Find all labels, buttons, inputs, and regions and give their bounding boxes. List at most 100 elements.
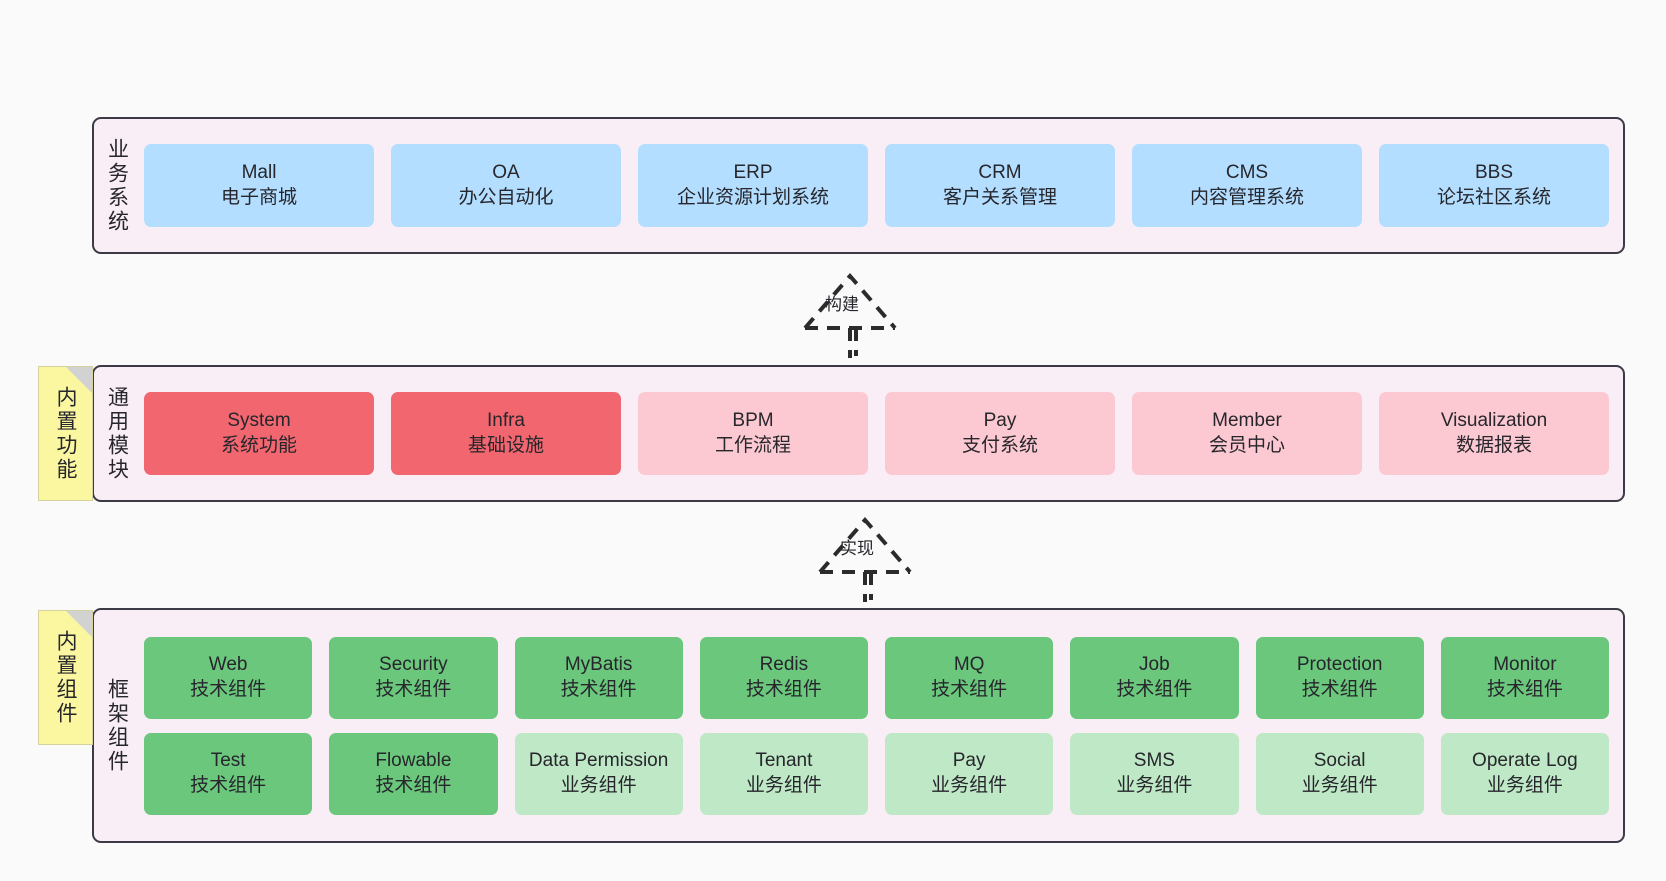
item-cn-label: 办公自动化: [458, 186, 554, 208]
framework-item-operate-log[interactable]: Operate Log 业务组件: [1440, 732, 1609, 815]
item-en-label: MyBatis: [564, 654, 633, 676]
item-en-label: CRM: [978, 162, 1022, 184]
item-cn-label: 业务组件: [1301, 774, 1378, 796]
framework-item-data-permission[interactable]: Data Permission 业务组件: [514, 732, 683, 815]
item-cn-label: 技术组件: [1301, 678, 1378, 700]
modules-row: System 系统功能 Infra 基础设施 BPM 工作流程 Pay 支付系统…: [144, 392, 1609, 475]
framework-item-job[interactable]: Job 技术组件: [1070, 636, 1239, 719]
item-cn-label: 技术组件: [375, 774, 452, 796]
item-en-label: Data Permission: [528, 750, 669, 772]
framework-row-business: Test 技术组件 Flowable 技术组件 Data Permission …: [144, 732, 1609, 815]
module-item-bpm[interactable]: BPM 工作流程: [638, 392, 868, 475]
connector-build-label: 构建: [825, 295, 859, 314]
item-cn-label: 技术组件: [190, 774, 267, 796]
item-cn-label: 业务组件: [1486, 774, 1563, 796]
framework-item-protection[interactable]: Protection 技术组件: [1255, 636, 1424, 719]
connector-implement: [810, 512, 920, 602]
framework-item-pay[interactable]: Pay 业务组件: [885, 732, 1054, 815]
framework-item-monitor[interactable]: Monitor 技术组件: [1440, 636, 1609, 719]
item-en-label: Visualization: [1440, 410, 1548, 432]
business-item-cms[interactable]: CMS 内容管理系统: [1132, 144, 1362, 227]
item-en-label: BBS: [1474, 162, 1514, 184]
item-en-label: SMS: [1133, 750, 1175, 772]
item-cn-label: 客户关系管理: [942, 186, 1057, 208]
item-cn-label: 业务组件: [931, 774, 1008, 796]
item-en-label: Web: [208, 654, 248, 676]
business-item-crm[interactable]: CRM 客户关系管理: [885, 144, 1115, 227]
layer-framework-components: 框架组件 Web 技术组件 Security 技术组件 MyBatis 技术组件…: [92, 608, 1625, 843]
item-en-label: Social: [1313, 750, 1366, 772]
module-item-pay[interactable]: Pay 支付系统: [885, 392, 1115, 475]
layer-framework-body: Web 技术组件 Security 技术组件 MyBatis 技术组件 Redi…: [140, 610, 1623, 841]
item-en-label: Flowable: [375, 750, 452, 772]
item-cn-label: 电子商城: [220, 186, 297, 208]
item-cn-label: 企业资源计划系统: [676, 186, 829, 208]
item-cn-label: 支付系统: [961, 434, 1038, 456]
item-en-label: Member: [1212, 410, 1282, 432]
item-cn-label: 技术组件: [1486, 678, 1563, 700]
item-en-label: BPM: [732, 410, 774, 432]
framework-item-mq[interactable]: MQ 技术组件: [885, 636, 1054, 719]
item-cn-label: 技术组件: [931, 678, 1008, 700]
item-en-label: CMS: [1225, 162, 1269, 184]
item-cn-label: 技术组件: [190, 678, 267, 700]
framework-item-web[interactable]: Web 技术组件: [144, 636, 313, 719]
business-item-bbs[interactable]: BBS 论坛社区系统: [1379, 144, 1609, 227]
item-en-label: OA: [492, 162, 520, 184]
framework-item-social[interactable]: Social 业务组件: [1255, 732, 1424, 815]
framework-item-test[interactable]: Test 技术组件: [144, 732, 313, 815]
item-cn-label: 基础设施: [467, 434, 544, 456]
framework-item-flowable[interactable]: Flowable 技术组件: [329, 732, 498, 815]
connector-build: [795, 268, 905, 358]
folded-corner-icon: [66, 367, 92, 393]
module-item-member[interactable]: Member 会员中心: [1132, 392, 1362, 475]
item-en-label: Job: [1139, 654, 1170, 676]
layer-common-modules: 通用模块 System 系统功能 Infra 基础设施 BPM 工作流程 Pay…: [92, 365, 1625, 502]
item-en-label: Mall: [241, 162, 277, 184]
framework-item-security[interactable]: Security 技术组件: [329, 636, 498, 719]
folded-corner-icon: [66, 611, 92, 637]
sticky-note-builtin-features: 内置功能: [38, 366, 93, 501]
framework-item-tenant[interactable]: Tenant 业务组件: [699, 732, 868, 815]
framework-item-redis[interactable]: Redis 技术组件: [699, 636, 868, 719]
item-cn-label: 论坛社区系统: [1436, 186, 1551, 208]
connector-implement-label: 实现: [840, 539, 874, 558]
item-en-label: ERP: [733, 162, 773, 184]
item-cn-label: 技术组件: [560, 678, 637, 700]
layer-modules-body: System 系统功能 Infra 基础设施 BPM 工作流程 Pay 支付系统…: [140, 367, 1623, 500]
item-cn-label: 数据报表: [1455, 434, 1532, 456]
layer-business-system: 业务系统 Mall 电子商城 OA 办公自动化 ERP 企业资源计划系统 CRM…: [92, 117, 1625, 254]
item-en-label: Protection: [1296, 654, 1383, 676]
item-en-label: Infra: [486, 410, 526, 432]
sticky-note-builtin-components: 内置组件: [38, 610, 93, 745]
item-en-label: Tenant: [755, 750, 813, 772]
item-cn-label: 工作流程: [714, 434, 791, 456]
item-cn-label: 会员中心: [1208, 434, 1285, 456]
module-item-infra[interactable]: Infra 基础设施: [391, 392, 621, 475]
module-item-system[interactable]: System 系统功能: [144, 392, 374, 475]
layer-business-body: Mall 电子商城 OA 办公自动化 ERP 企业资源计划系统 CRM 客户关系…: [140, 119, 1623, 252]
connector-build-stem: [853, 328, 859, 356]
item-cn-label: 系统功能: [220, 434, 297, 456]
module-item-visualization[interactable]: Visualization 数据报表: [1379, 392, 1609, 475]
item-en-label: MQ: [953, 654, 985, 676]
item-en-label: Pay: [952, 750, 986, 772]
business-item-mall[interactable]: Mall 电子商城: [144, 144, 374, 227]
framework-row-tech: Web 技术组件 Security 技术组件 MyBatis 技术组件 Redi…: [144, 636, 1609, 719]
layer-framework-title: 框架组件: [105, 677, 129, 774]
item-cn-label: 技术组件: [1116, 678, 1193, 700]
business-item-erp[interactable]: ERP 企业资源计划系统: [638, 144, 868, 227]
item-cn-label: 业务组件: [1116, 774, 1193, 796]
connector-implement-stem: [868, 572, 874, 600]
item-en-label: Operate Log: [1472, 750, 1578, 772]
layer-business-title: 业务系统: [105, 137, 129, 234]
business-row: Mall 电子商城 OA 办公自动化 ERP 企业资源计划系统 CRM 客户关系…: [144, 144, 1609, 227]
item-cn-label: 内容管理系统: [1189, 186, 1304, 208]
item-en-label: Monitor: [1493, 654, 1557, 676]
framework-item-sms[interactable]: SMS 业务组件: [1070, 732, 1239, 815]
business-item-oa[interactable]: OA 办公自动化: [391, 144, 621, 227]
framework-item-mybatis[interactable]: MyBatis 技术组件: [514, 636, 683, 719]
layer-modules-title: 通用模块: [105, 385, 129, 482]
item-en-label: Test: [210, 750, 246, 772]
